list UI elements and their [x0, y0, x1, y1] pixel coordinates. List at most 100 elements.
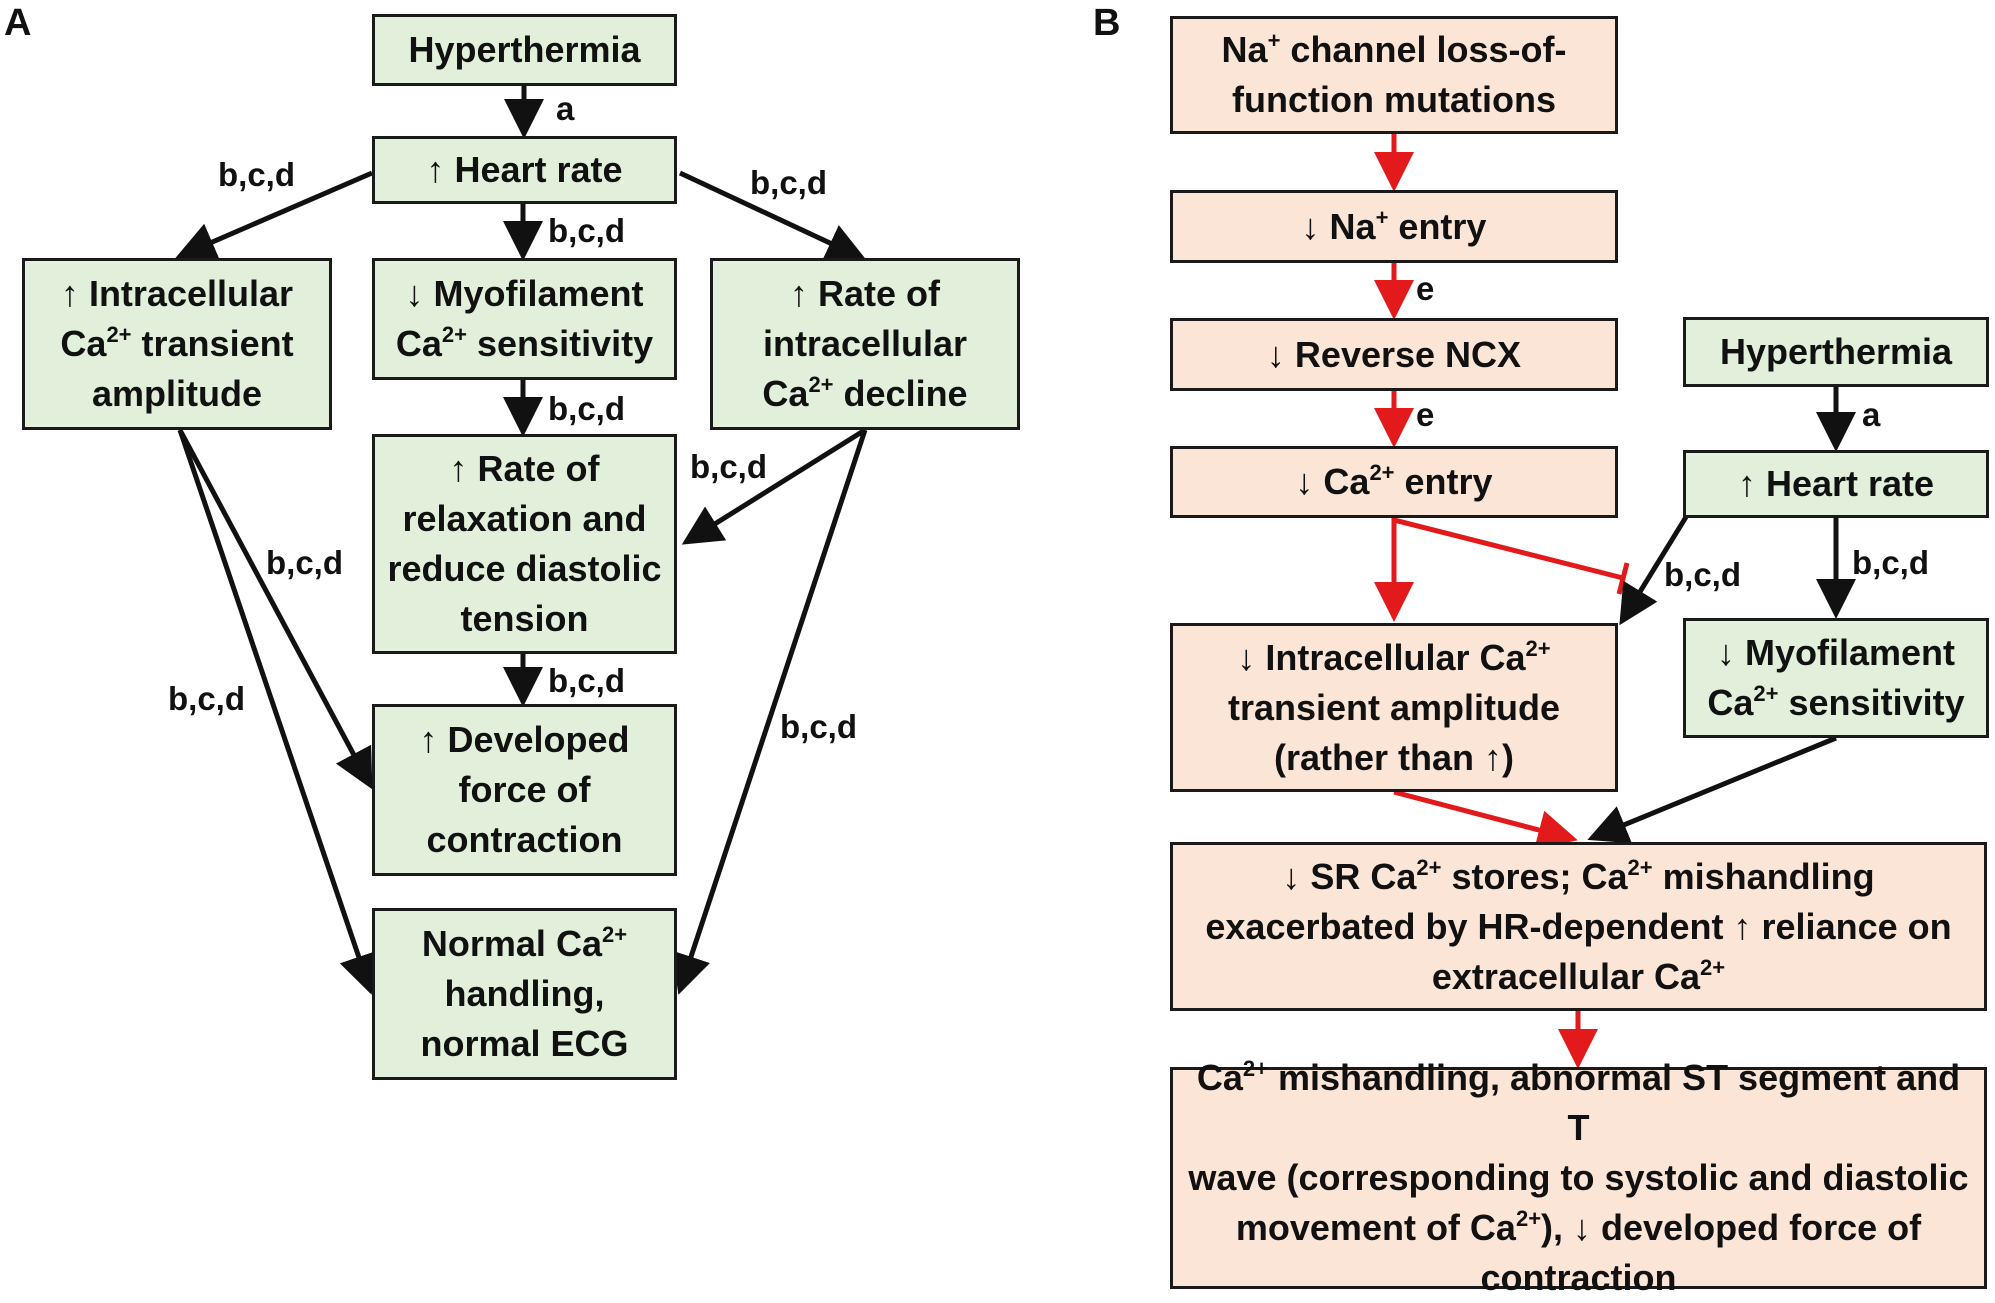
b-out-sup1: 2+ — [1242, 1056, 1268, 1081]
a-rate-decline-box: ↑ Rate of intracellular Ca2+ decline — [710, 258, 1020, 430]
arrow-b-intra-to-sr — [1393, 789, 1578, 850]
b-mutations-box: Na+ channel loss-of- function mutations — [1170, 16, 1618, 134]
a-force-line1: ↑ Developed — [419, 719, 630, 760]
a-developed-force-box: ↑ Developed force of contraction — [372, 704, 677, 876]
b-heart-rate-box: ↑ Heart rate — [1683, 450, 1989, 518]
a-relaxation-box: ↑ Rate of relaxation and reduce diastoli… — [372, 434, 677, 654]
b-outcome-box: Ca2+ mishandling, abnormal ST segment an… — [1170, 1057, 1987, 1298]
b-intra-sup: 2+ — [1525, 635, 1551, 661]
b-sr-stores-box: ↓ SR Ca2+ stores; Ca2+ mishandling exace… — [1170, 842, 1987, 1011]
b-mut-sup: + — [1267, 28, 1281, 53]
b-out-line3a: movement of Ca — [1235, 1207, 1516, 1248]
b-intra-line2: transient amplitude — [1227, 686, 1561, 728]
b-sr-sup2: 2+ — [1627, 854, 1653, 880]
a-relax-line3: reduce diastolic — [387, 548, 662, 589]
b-label-e-1: e — [1416, 270, 1435, 307]
b-ca-sup: 2+ — [1369, 460, 1395, 485]
a-label-bcd-decline-relax: b,c,d — [690, 448, 768, 485]
b-label-e-2: e — [1416, 396, 1435, 433]
arrow-a-hr-to-intra — [175, 170, 373, 261]
a-hyperthermia-text: Hyperthermia — [408, 29, 641, 70]
arrow-a-intra-to-normal — [177, 429, 378, 995]
b-sr-sup3: 2+ — [1700, 954, 1726, 980]
b-ca-text2: entry — [1394, 461, 1493, 502]
arrow-b-hr-to-intra — [1619, 515, 1689, 626]
b-mut-na: Na — [1221, 29, 1268, 70]
b-hyper-text: Hyperthermia — [1719, 331, 1953, 372]
b-mut-line1: channel loss-of- — [1280, 29, 1567, 70]
inhibit-b-ca-to-hr — [1393, 517, 1624, 581]
b-out-line2: wave (corresponding to systolic and dias… — [1188, 1157, 1969, 1198]
panel-label-a: A — [4, 2, 32, 44]
b-myo-line2: sensitivity — [1778, 682, 1965, 723]
b-ca-text: ↓ Ca — [1295, 461, 1370, 502]
arrow-a-decline-to-normal — [671, 429, 868, 995]
b-mut-line2: function mutations — [1232, 79, 1556, 120]
a-label-bcd-myo-relax: b,c,d — [548, 390, 626, 427]
a-myo-line2: sensitivity — [467, 323, 654, 364]
b-out-line1: mishandling, abnormal ST segment and T — [1268, 1057, 1961, 1148]
b-sr-line2: exacerbated by HR-dependent ↑ reliance o… — [1205, 905, 1952, 947]
a-relax-line4: tension — [460, 598, 589, 639]
b-label-bcd-right: b,c,d — [1852, 544, 1930, 581]
b-hyperthermia-box: Hyperthermia — [1683, 317, 1989, 387]
arrow-b-myo-to-sr — [1587, 735, 1837, 844]
a-label-bcd-mid: b,c,d — [548, 212, 626, 249]
a-decline-line3: decline — [833, 373, 968, 414]
a-intra-line2: transient — [131, 323, 294, 364]
a-relax-line1: ↑ Rate of — [449, 448, 600, 489]
a-heart-rate-text: ↑ Heart rate — [426, 149, 623, 190]
a-relax-line2: relaxation and — [402, 498, 647, 539]
b-na-text: ↓ Na — [1301, 205, 1376, 247]
b-myo-ca: Ca — [1707, 682, 1754, 723]
arrow-a-decline-to-relax — [681, 427, 867, 545]
a-normal-sup: 2+ — [601, 922, 628, 947]
b-sr-line3: extracellular Ca — [1431, 955, 1701, 997]
b-na-text2: entry — [1388, 205, 1487, 247]
b-ncx-text: ↓ Reverse NCX — [1266, 333, 1522, 375]
b-sr-sup1: 2+ — [1416, 854, 1442, 880]
a-intra-line1: ↑ Intracellular — [60, 273, 294, 314]
a-decline-sup: 2+ — [808, 372, 834, 397]
a-label-bcd-intra-normal: b,c,d — [168, 680, 246, 717]
panel-label-b: B — [1093, 2, 1121, 44]
a-heart-rate-box: ↑ Heart rate — [372, 136, 677, 204]
a-force-line3: contraction — [426, 819, 623, 860]
a-force-line2: force of — [458, 769, 591, 810]
a-intra-sup: 2+ — [106, 322, 132, 347]
a-normal-ca: Normal Ca — [421, 923, 602, 964]
b-out-ca: Ca — [1196, 1057, 1243, 1098]
a-normal-line3: normal ECG — [420, 1023, 629, 1064]
b-label-a: a — [1862, 396, 1881, 433]
b-myo-line1: ↓ Myofilament — [1716, 632, 1956, 673]
a-label-bcd-decline-normal: b,c,d — [780, 708, 858, 745]
a-intra-ca: Ca — [60, 323, 107, 364]
a-decline-line1: ↑ Rate of — [789, 273, 940, 314]
a-hyperthermia-box: Hyperthermia — [372, 14, 677, 86]
a-myo-line1: ↓ Myofilament — [405, 273, 644, 314]
b-sr-b: stores; Ca — [1441, 855, 1628, 897]
a-intra-line3: amplitude — [91, 373, 262, 414]
b-intracellular-box: ↓ Intracellular Ca2+ transient amplitude… — [1170, 623, 1618, 792]
a-decline-ca: Ca — [762, 373, 809, 414]
b-out-line4: contraction — [1480, 1257, 1677, 1298]
arrow-a-intra-to-force — [177, 428, 373, 790]
arrow-a-hr-to-decline — [678, 170, 867, 262]
b-na-sup: + — [1375, 204, 1389, 230]
a-normal-box: Normal Ca2+ handling, normal ECG — [372, 908, 677, 1080]
b-na-entry-box: ↓ Na+ entry — [1170, 190, 1618, 263]
b-intra-line3: (rather than ↑) — [1273, 736, 1514, 778]
b-label-bcd-left: b,c,d — [1664, 556, 1742, 593]
b-intra-line1: ↓ Intracellular Ca — [1237, 636, 1526, 678]
b-out-line3b: ), ↓ developed force of — [1541, 1207, 1922, 1248]
b-hr-text: ↑ Heart rate — [1737, 463, 1935, 504]
a-label-bcd-relax-force: b,c,d — [548, 662, 626, 699]
a-label-a: a — [556, 90, 575, 127]
a-decline-line2: intracellular — [762, 323, 968, 364]
b-myofilament-box: ↓ Myofilament Ca2+ sensitivity — [1683, 618, 1989, 738]
b-reverse-ncx-box: ↓ Reverse NCX — [1170, 318, 1618, 391]
b-out-sup2: 2+ — [1515, 1206, 1542, 1231]
a-label-bcd-left: b,c,d — [218, 156, 296, 193]
a-label-bcd-intra-force: b,c,d — [266, 544, 344, 581]
